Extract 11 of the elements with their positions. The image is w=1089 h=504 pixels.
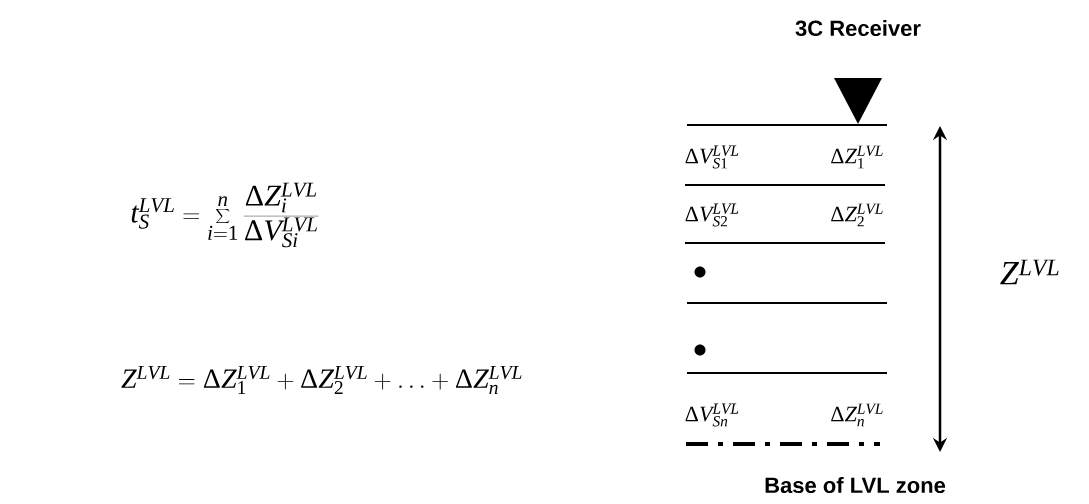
layer-velocity: $\Delta V_{Sn}^{LVL}$ (685, 403, 739, 427)
depth-label: $Z^{LVL}$ (1000, 259, 1059, 285)
layer-thickness: $\Delta Z_1^{LVL}$ (831, 145, 883, 169)
receiver-label: 3C Receiver (795, 19, 921, 37)
depth-formula: $Z^{LVL} = \Delta Z_1^{LVL} + \Delta Z_2^{LVL} + \dots + \Delta Z_n^{LVL}$ (121, 366, 522, 394)
base-label: Base of LVL zone (765, 476, 946, 494)
layer-velocity: $\Delta V_{S1}^{LVL}$ (685, 145, 739, 169)
layer-velocity: $\Delta V_{S2}^{LVL}$ (685, 203, 739, 227)
travel-time-formula: $t_S^{LVL} = \sum_{i=1}^{n} \frac{\Delta Z_i^{LVL}}{\Delta V_{Si}^{LVL}}$ (131, 182, 319, 248)
layer-thickness: $\Delta Z_2^{LVL}$ (831, 203, 883, 227)
layer-thickness: $\Delta Z_n^{LVL}$ (831, 403, 883, 427)
